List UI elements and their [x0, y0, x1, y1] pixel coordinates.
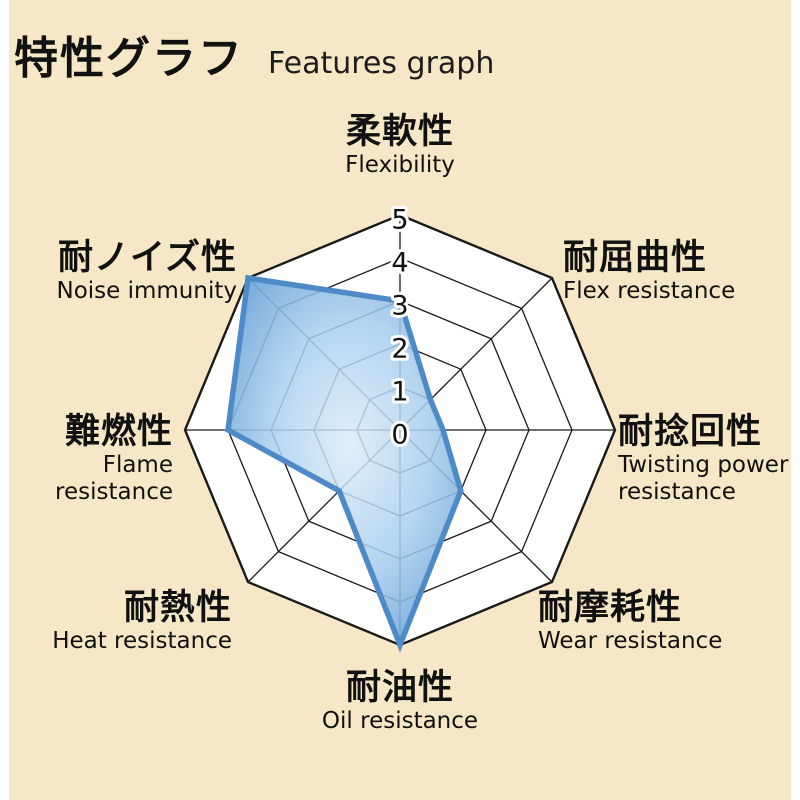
- scale-tick-label: 1: [391, 377, 408, 408]
- radar-scale-ticks: 5 4 3 2 1 0: [388, 202, 411, 454]
- axis-label-twisting-resistance: 耐捻回性 Twisting power resistance: [618, 412, 794, 506]
- axis-label-ja: 耐屈曲性: [563, 238, 708, 278]
- axis-label-ja: 耐油性: [345, 668, 454, 708]
- axis-label-flexibility: 柔軟性 Flexibility: [250, 112, 550, 179]
- axis-label-en: Oil resistance: [321, 708, 479, 735]
- axis-label-ja: 柔軟性: [345, 112, 454, 152]
- axis-label-heat-resistance: 耐熱性 Heat resistance: [30, 588, 232, 655]
- scale-tick-label: 4: [391, 248, 408, 279]
- axis-label-en: Heat resistance: [52, 628, 232, 655]
- scale-tick-label: 0: [391, 420, 408, 451]
- radar-data-polygon-group: [225, 274, 464, 653]
- scale-tick-label: 2: [391, 334, 408, 365]
- axis-label-en: Noise immunity: [56, 278, 238, 305]
- axis-label-en: Wear resistance: [538, 628, 723, 655]
- axis-label-ja: 難燃性: [64, 412, 173, 452]
- scale-tick-label: 3: [391, 291, 408, 322]
- page-title-japanese: 特性グラフ: [14, 33, 244, 84]
- axis-label-ja: 耐捻回性: [618, 412, 763, 452]
- page-title-english: Features graph: [268, 46, 495, 81]
- axis-label-oil-resistance: 耐油性 Oil resistance: [250, 668, 550, 735]
- data-polygon: [225, 274, 464, 653]
- axis-label-flex-resistance: 耐屈曲性 Flex resistance: [563, 238, 795, 305]
- axis-label-noise-immunity: 耐ノイズ性 Noise immunity: [27, 238, 238, 305]
- axis-label-en: Flex resistance: [563, 278, 736, 305]
- axis-label-ja: 耐摩耗性: [538, 588, 683, 628]
- scale-tick-label: 5: [391, 205, 408, 236]
- axis-label-ja: 耐熱性: [123, 588, 232, 628]
- page-header: 特性グラフ Features graph: [14, 22, 494, 86]
- axis-label-wear-resistance: 耐摩耗性 Wear resistance: [538, 588, 790, 655]
- axis-label-ja: 耐ノイズ性: [58, 238, 237, 278]
- axis-label-en: Flame resistance: [55, 452, 173, 506]
- axis-label-flame-resistance: 難燃性 Flame resistance: [43, 412, 173, 506]
- axis-label-en: Flexibility: [345, 152, 455, 179]
- axis-label-en: Twisting power resistance: [618, 452, 789, 506]
